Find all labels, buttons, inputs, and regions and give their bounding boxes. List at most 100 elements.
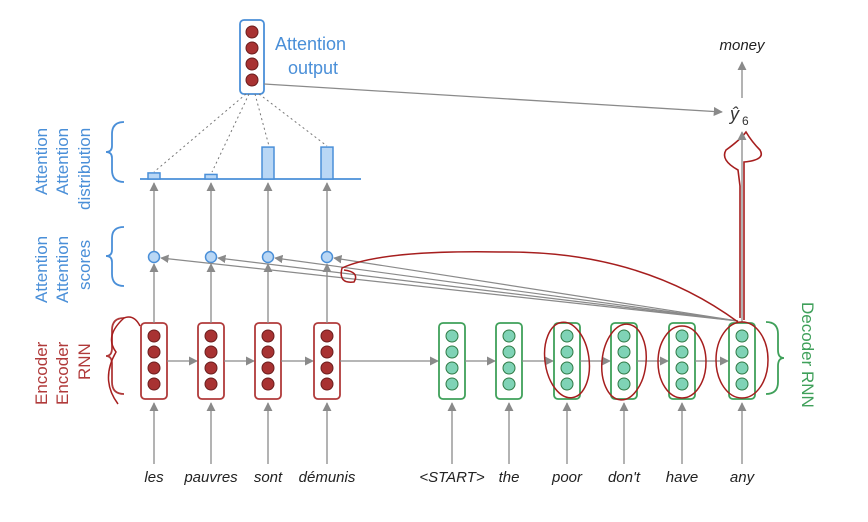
- decoder-column: the: [495, 322, 554, 486]
- decoder-neuron: [560, 345, 574, 359]
- weighted-sum-line: [254, 93, 270, 147]
- encoder-rnn-label-line1: Encoder: [32, 341, 51, 405]
- attention-scores-label-line1: Attention: [32, 236, 51, 303]
- encoder-neuron: [204, 345, 218, 359]
- decoder-neuron: [675, 361, 689, 375]
- encoder-neuron: [261, 345, 275, 359]
- attention-weighted-sum-lines: [153, 93, 328, 173]
- target-word: <START>: [419, 469, 485, 486]
- source-word: pauvres: [183, 469, 238, 486]
- decoder-neuron: [735, 377, 749, 391]
- decoder-neuron: [617, 345, 631, 359]
- encoder-neuron: [204, 361, 218, 375]
- encoder-neuron: [147, 329, 161, 343]
- attention-score-node: [261, 250, 275, 264]
- decoder-rnn-label: Decoder RNN: [798, 302, 817, 408]
- attention-output-to-prediction-arrow: [263, 83, 723, 117]
- source-word: les: [144, 469, 164, 486]
- encoder-neuron: [261, 329, 275, 343]
- encoder-neuron: [147, 345, 161, 359]
- weighted-sum-line: [258, 93, 328, 147]
- attention-distribution-bars: [147, 146, 334, 180]
- target-word: have: [666, 469, 699, 486]
- decoder-neuron: [445, 329, 459, 343]
- decoder-neuron: [502, 329, 516, 343]
- encoder-neuron: [147, 377, 161, 391]
- encoder-rnn-label: Encoder Encoder RNN: [32, 341, 94, 405]
- decoder-neuron: [502, 361, 516, 375]
- decoder-neuron: [675, 345, 689, 359]
- encoder-column: les: [140, 182, 198, 486]
- decoder-neuron: [560, 361, 574, 375]
- decoder-neuron: [735, 329, 749, 343]
- attention-distribution-brace: [105, 121, 125, 183]
- decoder-column: <START>: [419, 322, 496, 486]
- output-word: money: [719, 37, 766, 54]
- encoder-brace-annotation: [107, 316, 141, 405]
- target-word: any: [730, 469, 756, 486]
- attention-scores-label: Attention Attention scores: [32, 236, 94, 303]
- prediction-subscript: 6: [742, 114, 749, 128]
- attention-output-neuron: [245, 41, 259, 55]
- decoder-neuron: [735, 361, 749, 375]
- encoder-rnn-brace: [105, 317, 125, 395]
- annotation-circle: [543, 321, 591, 399]
- decoder-to-score-arrow: [160, 254, 739, 322]
- attention-distribution-bar: [261, 146, 275, 180]
- attention-output-label-line2: output: [288, 58, 338, 78]
- decoder-neuron: [502, 345, 516, 359]
- decoder-neuron: [560, 377, 574, 391]
- attention-score-annotation: [340, 251, 739, 323]
- decoder-column: poor: [551, 322, 611, 486]
- attention-output-box: [239, 19, 265, 95]
- decoder-neuron: [735, 345, 749, 359]
- weighted-sum-line: [211, 93, 250, 173]
- encoder-neuron: [204, 377, 218, 391]
- encoder-neuron: [320, 361, 334, 375]
- decoder-neuron: [617, 361, 631, 375]
- weighted-sum-line: [153, 93, 247, 173]
- prediction-arrow-annotation: [723, 130, 763, 320]
- encoder-neuron: [320, 377, 334, 391]
- attention-output-neuron: [245, 57, 259, 71]
- encoder-neuron: [147, 361, 161, 375]
- decoder-neuron: [617, 377, 631, 391]
- encoder-column: démunis: [299, 182, 356, 486]
- attention-distribution-bar: [204, 173, 218, 180]
- target-word: the: [499, 469, 520, 486]
- decoder-neuron: [502, 377, 516, 391]
- decoder-neuron: [617, 329, 631, 343]
- encoder-rnn-label-line2: Encoder: [53, 341, 72, 405]
- attention-output-neuron: [245, 73, 259, 87]
- attention-output-label-line1: Attention: [275, 34, 346, 54]
- encoder-column: pauvres: [183, 182, 255, 486]
- attention-distribution-label-line3: distribution: [75, 128, 94, 210]
- decoder-annotations: [543, 321, 769, 401]
- attention-output-neuron: [245, 25, 259, 39]
- decoder-column: have: [666, 322, 729, 486]
- annotation-circle: [715, 321, 769, 399]
- decoder-neuron: [445, 377, 459, 391]
- decoder-neuron: [560, 329, 574, 343]
- encoder-neuron: [261, 361, 275, 375]
- encoder-neuron: [204, 329, 218, 343]
- attention-distribution-bar: [320, 146, 334, 180]
- decoder-to-score-arrow: [274, 254, 739, 322]
- decoder-column: any: [728, 322, 756, 486]
- attention-distribution-bar: [147, 172, 161, 180]
- annotation-circle: [657, 325, 707, 399]
- annotation-circle: [601, 323, 647, 401]
- attention-scores-label-line2: Attention: [53, 236, 72, 303]
- target-word: poor: [551, 469, 583, 486]
- decoder-to-score-arrow: [217, 254, 739, 322]
- attention-score-node: [320, 250, 334, 264]
- decoder-neuron: [675, 377, 689, 391]
- decoder-neuron: [675, 329, 689, 343]
- encoder-rnn-label-line3: RNN: [75, 343, 94, 380]
- decoder-rnn-brace: [765, 321, 785, 395]
- encoder-neuron: [320, 345, 334, 359]
- attention-distribution-label: Attention Attention distribution: [32, 128, 94, 210]
- decoder-column: don't: [608, 322, 669, 486]
